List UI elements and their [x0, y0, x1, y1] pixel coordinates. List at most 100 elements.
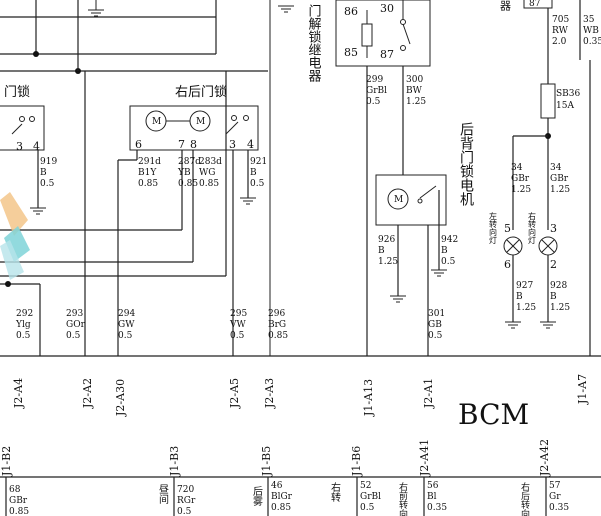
wire-299-color: GrBl — [366, 86, 387, 96]
conn-bottom-0: J1-B2 — [0, 446, 13, 477]
fuse-id: SB36 — [556, 89, 581, 99]
wire-921-size: 0.5 — [250, 179, 265, 189]
wire-68-num: 68 — [9, 485, 21, 495]
conn-top-0: J2-A4 — [12, 378, 25, 409]
wire-34b-size: 1.25 — [550, 185, 570, 195]
lamp-right-pin-3: 3 — [550, 222, 557, 235]
relay-pin-87-top: 87 — [529, 0, 541, 9]
wire-52-color: GrBl — [360, 492, 381, 502]
fuse-rating: 15A — [556, 101, 574, 111]
wire-283d-size: 0.85 — [199, 179, 219, 189]
bcm-feed-labels: 292 Ylg 0.5 293 GOr 0.5 294 GW 0.5 295 V… — [15, 309, 288, 341]
wire-928-color: B — [550, 292, 557, 302]
tailgate-motor-label: 后背门锁电机 — [458, 122, 474, 207]
rear-right-door-lock: 右后门锁 M M 6 7 8 3 4 291d B1Y 0.85 287d YB… — [129, 84, 267, 356]
wire-300-num: 300 — [406, 75, 423, 85]
wire-720-size: 0.5 — [177, 507, 192, 516]
conn-top-2: J2-A30 — [114, 379, 127, 417]
wire-35-color: WB — [583, 26, 599, 36]
tailgate-lock-motor: M 926 B 1.25 942 B 0.5 301 GB 0.5 — [375, 174, 458, 356]
lamp-left-pin-5: 5 — [504, 222, 511, 235]
wire-927-num: 927 — [516, 281, 533, 291]
left-door-lock: 门锁 3 4 919 B 0.5 — [0, 84, 57, 215]
wire-57-size: 0.35 — [549, 503, 569, 513]
wire-919-num: 919 — [40, 157, 57, 167]
wire-942-size: 0.5 — [441, 257, 456, 267]
wire-301-size: 0.5 — [428, 331, 443, 341]
wire-46-size: 0.85 — [271, 503, 291, 513]
relay-pin-87: 87 — [380, 48, 394, 61]
wire-34b-color: GBr — [550, 174, 569, 184]
wire-34a-num: 34 — [511, 163, 523, 173]
conn-bottom-2: J1-B5 — [260, 446, 273, 477]
harness-left — [0, 71, 227, 356]
wire-35-size: 0.35 — [583, 37, 601, 47]
wire-294-color: GW — [118, 320, 135, 330]
wire-295-color: VW — [229, 320, 246, 330]
wire-283d-num: 283d — [199, 157, 222, 167]
conn-top-3: J2-A5 — [228, 378, 241, 409]
wire-921-color: B — [250, 168, 257, 178]
wire-287d-color: YB — [177, 168, 191, 178]
wire-56-num: 56 — [427, 481, 439, 491]
wire-299-num: 299 — [366, 75, 383, 85]
wire-292-num: 292 — [16, 309, 33, 319]
wire-705-size: 2.0 — [552, 37, 567, 47]
conn-bottom-3: J1-B6 — [350, 446, 363, 477]
unlock-relay: 86 85 30 87 299 GrBl 0.5 300 BW 1.25 — [335, 0, 431, 356]
conn-top-5: J1-A13 — [362, 379, 375, 417]
wire-283d-color: WG — [199, 168, 215, 178]
bottom-label-right-turn: 右转 — [329, 481, 341, 503]
tailgate-motor-text: 后背门锁电机 — [458, 122, 474, 207]
wire-928-num: 928 — [550, 281, 567, 291]
conn-top-4: J2-A3 — [263, 378, 276, 409]
relay-pin-30: 30 — [380, 2, 394, 15]
wire-57-num: 57 — [549, 481, 561, 491]
left-lock-pin-3: 3 — [16, 140, 23, 153]
rear-right-door-lock-label: 右后门锁 — [175, 84, 227, 100]
wire-291d-size: 0.85 — [138, 179, 158, 189]
wire-919-color: B — [40, 168, 47, 178]
wire-34a-size: 1.25 — [511, 185, 531, 195]
unlock-relay-label: 门解锁继电器 — [306, 4, 322, 83]
wire-720-num: 720 — [177, 485, 194, 495]
wire-927-color: B — [516, 292, 523, 302]
relay-pin-85: 85 — [344, 46, 358, 59]
conn-bottom-4: J2-A41 — [418, 439, 431, 477]
conn-top-6: J2-A1 — [422, 378, 435, 409]
wire-928-size: 1.25 — [550, 303, 570, 313]
wire-34a-color: GBr — [511, 174, 530, 184]
tailgate-motor-symbol: M — [394, 195, 403, 205]
bcm-bottom-connectors: J1-B2 J1-B3 J1-B5 J1-B6 J2-A41 J2-A42 — [0, 439, 551, 477]
rr-motor-1-symbol: M — [152, 117, 161, 127]
wire-57-color: Gr — [549, 492, 561, 502]
wire-56-size: 0.35 — [427, 503, 447, 513]
wire-926-size: 1.25 — [378, 257, 398, 267]
wire-926-color: B — [378, 246, 385, 256]
wire-293-color: GOr — [66, 320, 86, 330]
rr-pin-3: 3 — [229, 138, 236, 151]
wire-56-color: Bl — [427, 492, 437, 502]
left-door-lock-label: 门锁 — [4, 84, 30, 100]
wire-292-color: Ylg — [15, 320, 31, 330]
wire-299-size: 0.5 — [366, 97, 381, 107]
wire-293-num: 293 — [66, 309, 83, 319]
wire-294-num: 294 — [118, 309, 135, 319]
wire-294-size: 0.5 — [118, 331, 133, 341]
relay-partial-label: 器 — [499, 0, 512, 12]
unlock-relay-text: 门解锁继电器 — [306, 4, 322, 83]
bcm-label: BCM — [458, 398, 529, 431]
conn-bottom-5: J2-A42 — [538, 439, 551, 477]
bottom-label-rear-fog: 后雾 — [251, 486, 263, 507]
wire-295-size: 0.5 — [230, 331, 245, 341]
wire-52-size: 0.5 — [360, 503, 375, 513]
bottom-label-right-rear-turn: 右后转向 — [519, 481, 530, 516]
wire-287d-size: 0.85 — [178, 179, 198, 189]
rr-pin-7: 7 — [178, 138, 185, 151]
wire-296-num: 296 — [268, 309, 285, 319]
relay-pin-86: 86 — [344, 5, 358, 18]
lamp-left-pin-6: 6 — [504, 258, 511, 271]
wire-921-num: 921 — [250, 157, 267, 167]
wire-300-size: 1.25 — [406, 97, 426, 107]
